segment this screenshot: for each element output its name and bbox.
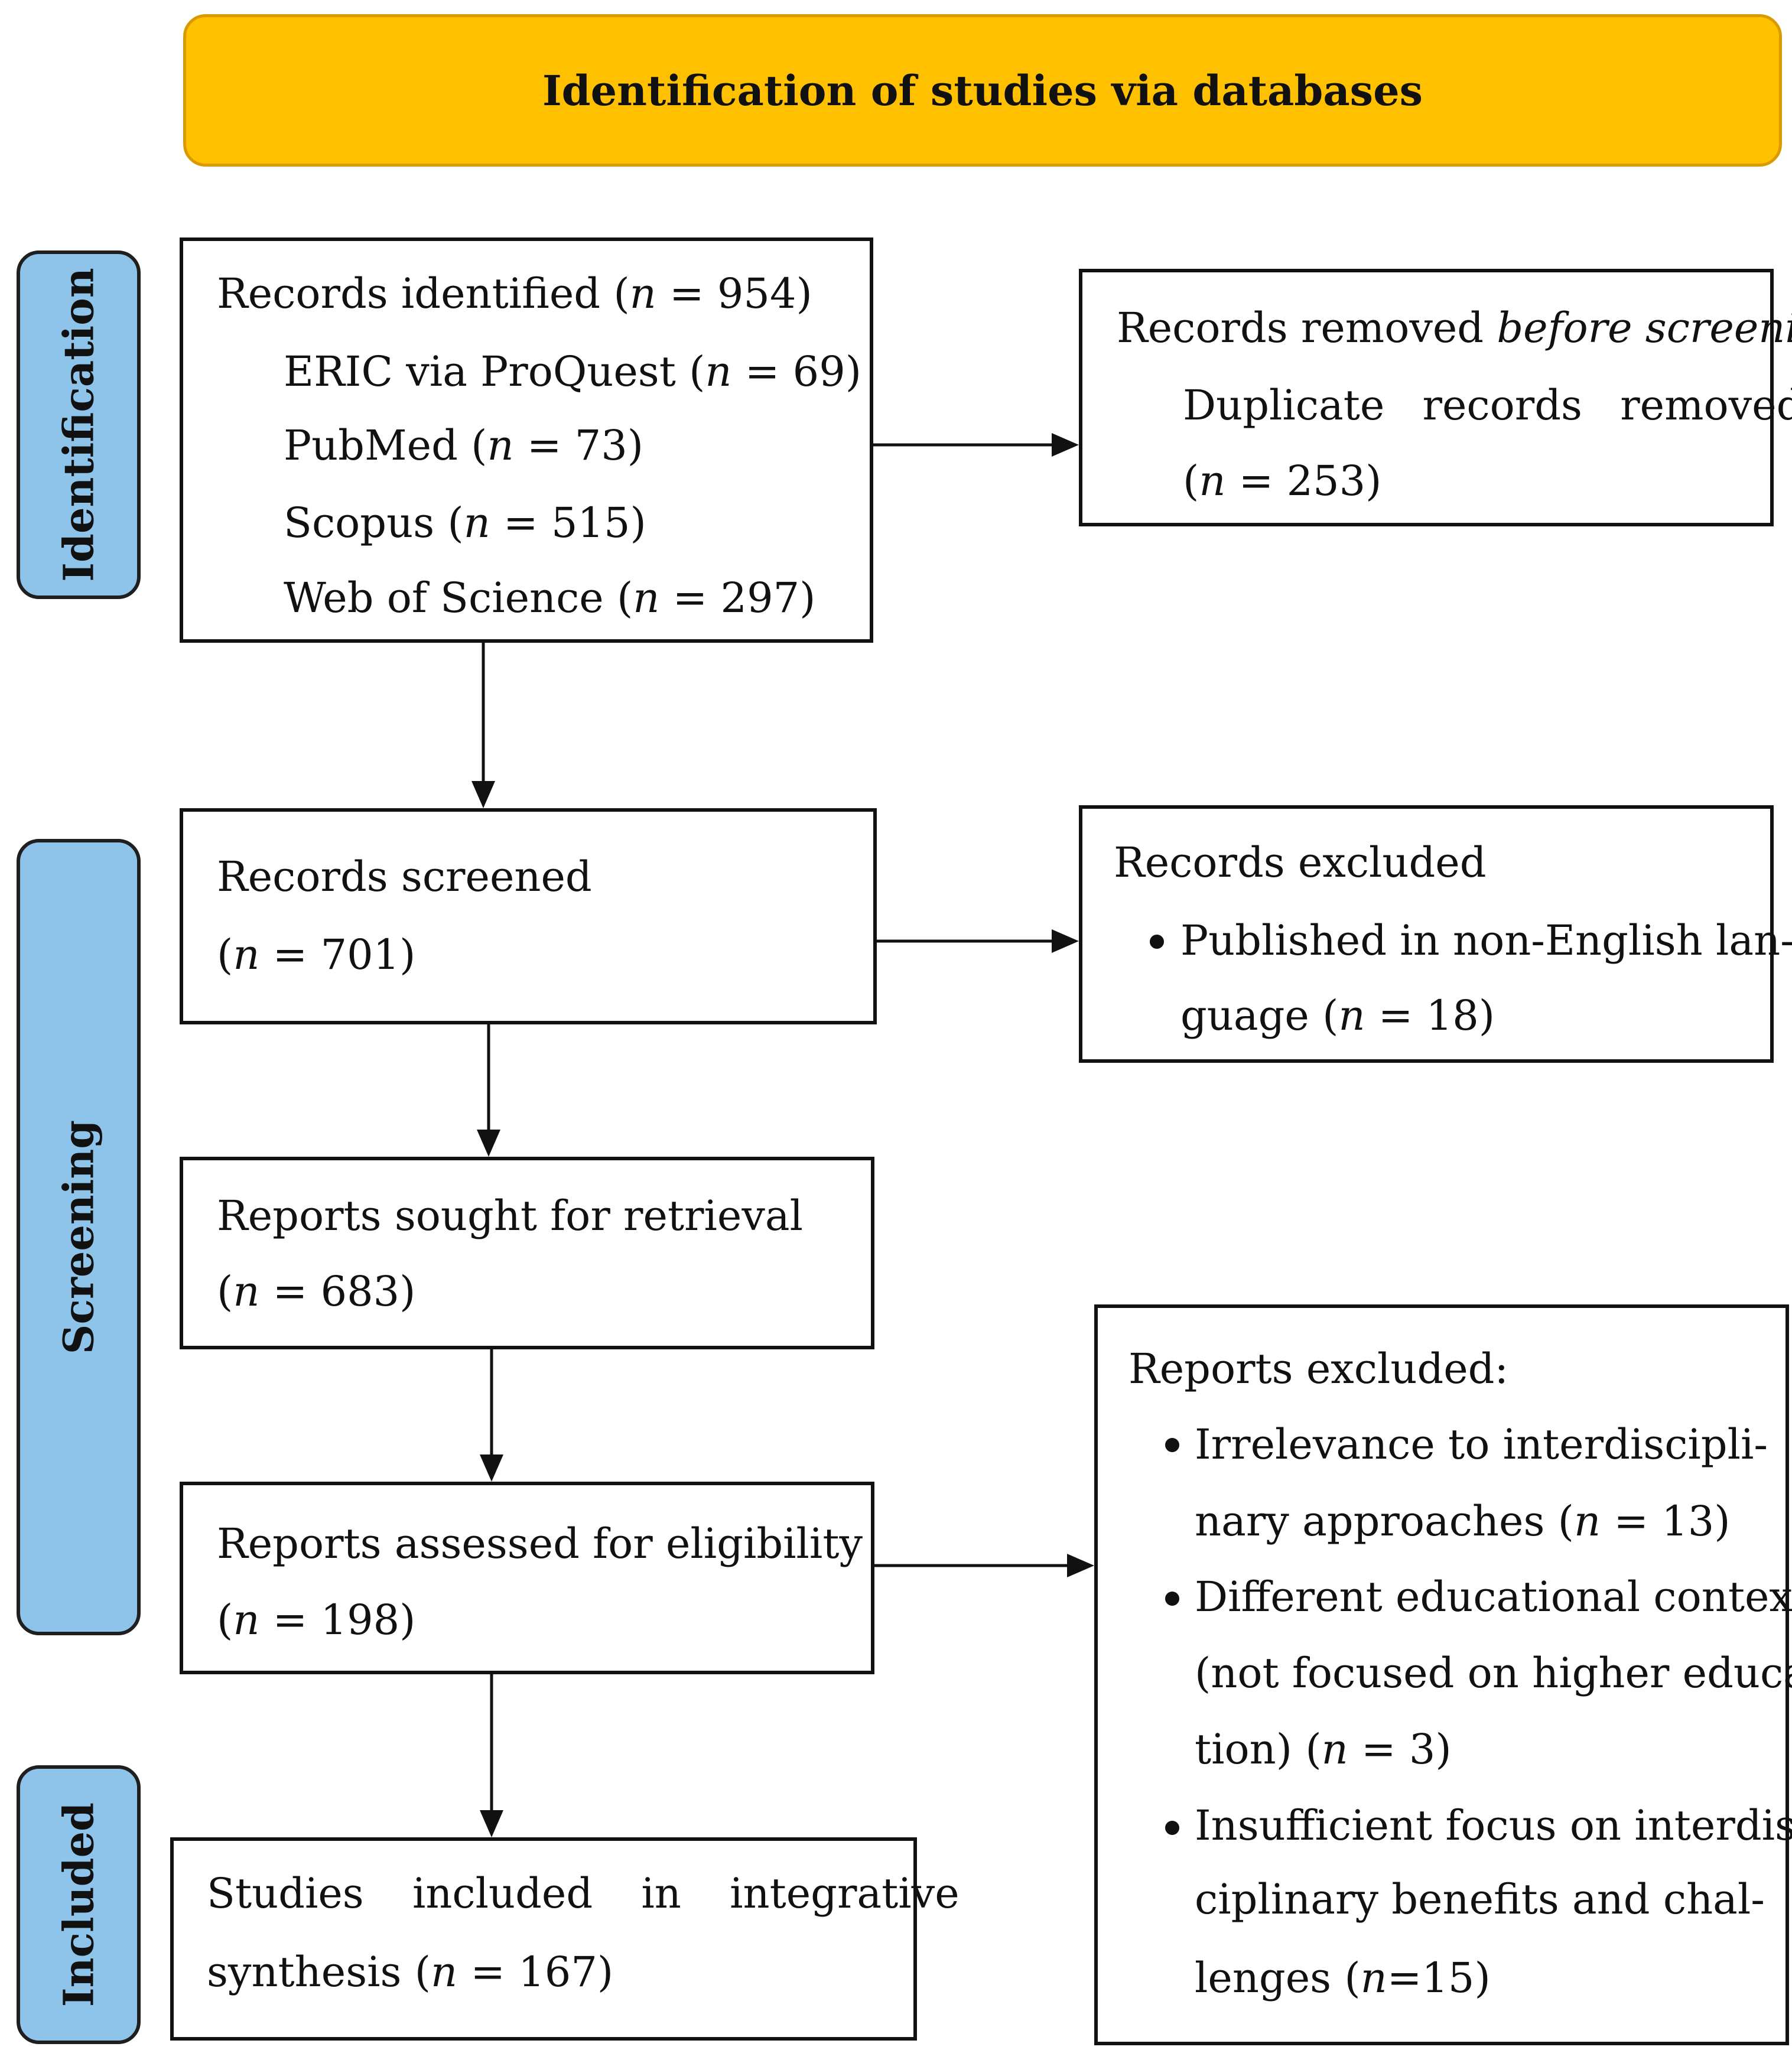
reports-sought-title: Reports sought for retrieval bbox=[217, 1192, 803, 1240]
header-banner: Identification of studies via databases bbox=[183, 14, 1782, 167]
arrowhead-icon bbox=[480, 1810, 503, 1837]
bullet-icon bbox=[1165, 1592, 1179, 1606]
source-web-of-science: Web of Science (n = 297) bbox=[284, 574, 816, 622]
records-excluded-box bbox=[1079, 805, 1774, 1063]
reports-excluded-item-2-cont: (not focused on higher educa- bbox=[1195, 1649, 1792, 1697]
header-title: Identification of studies via databases bbox=[542, 66, 1423, 115]
studies-included-title: Studies included in integrative bbox=[207, 1869, 960, 1918]
reports-assessed-title: Reports assessed for eligibility bbox=[217, 1519, 863, 1568]
reports-excluded-title: Reports excluded: bbox=[1128, 1345, 1509, 1393]
bullet-icon bbox=[1165, 1438, 1179, 1452]
studies-included-count: synthesis (n = 167) bbox=[207, 1948, 614, 1996]
duplicate-records-removed: Duplicate records removed bbox=[1183, 381, 1792, 429]
arrowhead-icon bbox=[480, 1454, 503, 1482]
reports-excluded-item-3-cont: ciplinary benefits and chal- bbox=[1195, 1875, 1765, 1924]
studies-included-box bbox=[170, 1837, 917, 2041]
source-scopus: Scopus (n = 515) bbox=[284, 499, 646, 547]
arrowhead-icon bbox=[1052, 433, 1079, 457]
source-pubmed: PubMed (n = 73) bbox=[284, 421, 644, 470]
reports-excluded-item-1-cont: nary approaches (n = 13) bbox=[1195, 1497, 1731, 1545]
reports-assessed-count: (n = 198) bbox=[217, 1596, 416, 1644]
bullet-icon bbox=[1165, 1821, 1179, 1835]
reports-sought-count: (n = 683) bbox=[217, 1267, 416, 1316]
records-identified-title: Records identified (n = 954) bbox=[217, 269, 812, 318]
reports-excluded-item-2-end: tion) (n = 3) bbox=[1195, 1725, 1452, 1774]
records-excluded-item-cont: guage (n = 18) bbox=[1180, 991, 1495, 1040]
records-screened-box bbox=[180, 808, 877, 1024]
phase-included: Included bbox=[17, 1765, 141, 2044]
duplicate-records-count: (n = 253) bbox=[1183, 457, 1382, 505]
phase-identification: Identification bbox=[17, 250, 141, 599]
arrowhead-icon bbox=[477, 1130, 500, 1157]
bullet-icon bbox=[1150, 935, 1164, 949]
reports-assessed-box bbox=[180, 1482, 874, 1674]
source-eric: ERIC via ProQuest (n = 69) bbox=[284, 347, 862, 396]
arrowhead-icon bbox=[1052, 929, 1079, 953]
reports-excluded-item-3: Insufficient focus on interdis- bbox=[1195, 1801, 1792, 1850]
records-removed-title: Records removed before screening: bbox=[1117, 304, 1792, 352]
reports-excluded-box bbox=[1094, 1304, 1789, 2045]
reports-sought-box bbox=[180, 1157, 874, 1349]
records-excluded-title: Records excluded bbox=[1114, 838, 1487, 887]
arrowhead-icon bbox=[1067, 1554, 1094, 1577]
records-screened-count: (n = 701) bbox=[217, 930, 416, 979]
records-screened-title: Records screened bbox=[217, 852, 592, 901]
reports-excluded-item-2: Different educational context bbox=[1195, 1573, 1792, 1621]
phase-screening: Screening bbox=[17, 839, 141, 1635]
records-removed-box bbox=[1079, 269, 1774, 526]
records-excluded-item: Published in non-English lan- bbox=[1180, 916, 1792, 965]
arrowhead-icon bbox=[471, 781, 495, 808]
records-identified-box bbox=[180, 237, 873, 643]
reports-excluded-item-1: Irrelevance to interdiscipli- bbox=[1195, 1420, 1768, 1469]
reports-excluded-item-3-end: lenges (n=15) bbox=[1195, 1954, 1491, 2002]
